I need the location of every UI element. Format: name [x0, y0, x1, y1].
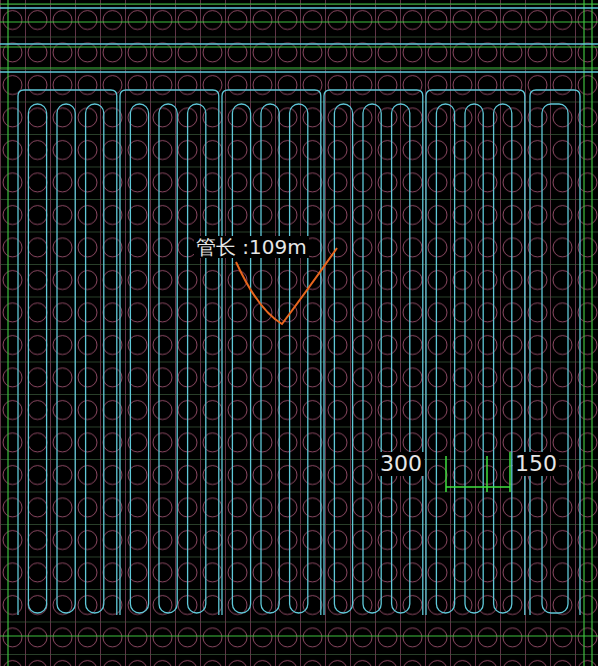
dimension-text: 300	[378, 452, 424, 476]
top-pipes	[0, 8, 598, 72]
pipe-hairpin	[57, 104, 75, 613]
pipe-hairpin	[363, 104, 381, 613]
pipe-loop	[18, 90, 117, 615]
pipe-loop	[530, 90, 580, 615]
pipe-hairpin	[232, 104, 250, 613]
revision-mark	[236, 248, 337, 324]
pipe-length-note: 管长 :109m	[194, 236, 309, 258]
pipe-loop	[426, 90, 525, 615]
serpentine-pipes	[18, 90, 580, 615]
pipe-hairpin	[436, 104, 454, 613]
pipe-hairpin	[261, 104, 279, 613]
pipe-loop	[324, 90, 423, 615]
pipe-hairpin	[86, 104, 104, 613]
pipe-hairpin	[334, 104, 352, 613]
dimension-line	[446, 452, 510, 492]
pipe-hairpin	[290, 104, 308, 613]
pipe-hairpin	[392, 104, 410, 613]
pipe-hairpin	[159, 104, 177, 613]
pipe-hairpin	[188, 104, 206, 613]
pipe-loop	[120, 90, 219, 615]
pipe-hairpin	[542, 104, 568, 613]
dimension-text: 150	[513, 452, 559, 476]
pipe-hairpin	[465, 104, 483, 613]
pipe-hairpin	[130, 104, 148, 613]
pipe-loop	[222, 90, 321, 615]
pipe-hairpin	[28, 104, 46, 613]
pipe-hairpin	[494, 104, 512, 613]
